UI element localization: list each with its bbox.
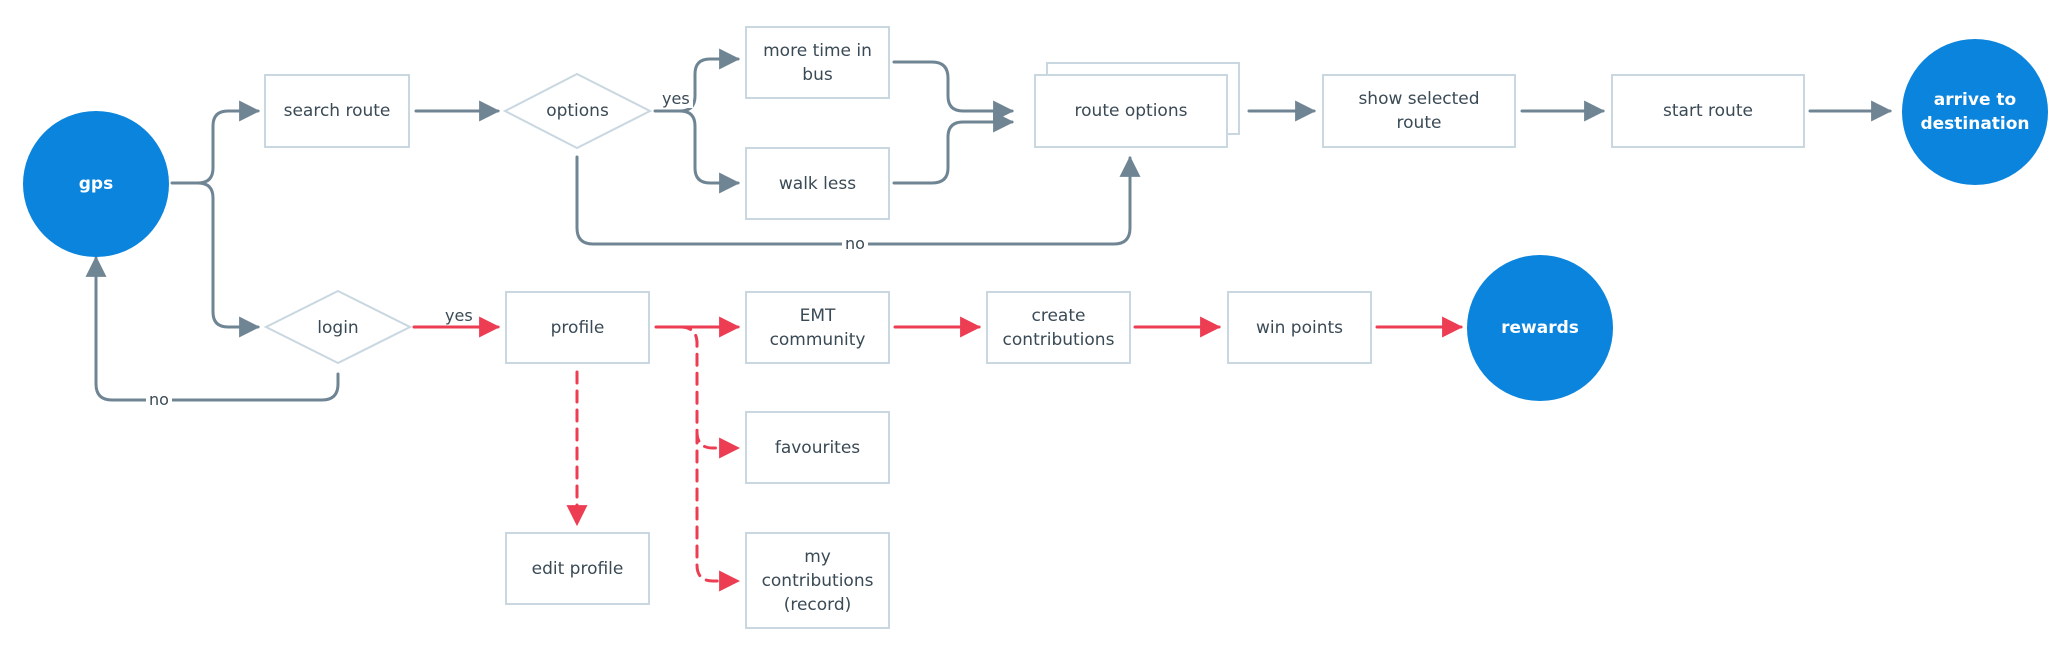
edge-login-no bbox=[85, 255, 340, 402]
edge-moretime-routeoptions bbox=[892, 60, 1015, 122]
login-diamond-shape bbox=[263, 289, 413, 365]
node-emt-community: EMT community bbox=[745, 291, 890, 364]
edge-walkless-routeoptions bbox=[892, 111, 1015, 185]
node-win-points: win points bbox=[1227, 291, 1372, 364]
node-login: login bbox=[317, 317, 359, 338]
edge-label-options-yes: yes bbox=[659, 90, 693, 108]
node-more-time-in-bus: more time in bus bbox=[745, 26, 890, 99]
node-walk-less: walk less bbox=[745, 147, 890, 220]
edge-options-walkless bbox=[678, 109, 741, 194]
edge-profile-favourites bbox=[678, 325, 741, 459]
edge-profile-mycontrib bbox=[695, 430, 741, 592]
node-rewards: rewards bbox=[1467, 255, 1613, 401]
edge-options-moretime bbox=[653, 48, 741, 113]
edge-gps-search bbox=[170, 100, 261, 185]
node-route-options: route options bbox=[1034, 74, 1228, 148]
node-options: options bbox=[546, 101, 609, 121]
edge-label-login-yes: yes bbox=[442, 307, 476, 325]
options-diamond-shape bbox=[502, 72, 653, 150]
node-create-contributions: create contributions bbox=[986, 291, 1131, 364]
edge-label-options-no: no bbox=[842, 235, 868, 253]
node-edit-profile: edit profile bbox=[505, 532, 650, 605]
node-start-route: start route bbox=[1611, 74, 1805, 148]
edge-label-login-no: no bbox=[146, 391, 172, 409]
edge-gps-login bbox=[196, 181, 261, 338]
node-arrive-to-destination: arrive to destination bbox=[1902, 39, 2048, 185]
node-search-route: search route bbox=[264, 74, 410, 148]
node-show-selected-route: show selected route bbox=[1322, 74, 1516, 148]
node-favourites: favourites bbox=[745, 411, 890, 484]
node-my-contributions: my contributions (record) bbox=[745, 532, 890, 629]
node-gps: gps bbox=[23, 111, 169, 257]
node-profile: profile bbox=[505, 291, 650, 364]
